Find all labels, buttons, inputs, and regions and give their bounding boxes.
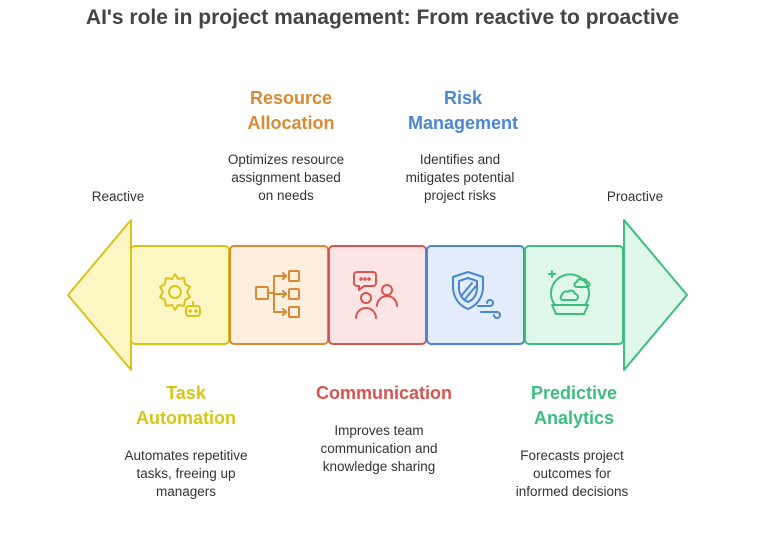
heading-line: Management	[407, 113, 519, 133]
desc-line: informed decisions	[515, 484, 629, 499]
heading-line: Communication	[315, 383, 452, 403]
desc-line: tasks, freeing up	[136, 466, 236, 481]
desc-line: Automates repetitive	[124, 448, 248, 463]
heading-line: Risk	[443, 88, 483, 108]
heading-communication: Communication	[284, 381, 484, 406]
reactive-label: Reactive	[91, 189, 145, 204]
heading-resource-allocation: Resource Allocation	[191, 86, 391, 136]
heading-line: Resource	[249, 88, 333, 108]
reactive-arrowhead	[67, 219, 132, 371]
desc-line: mitigates potential	[405, 170, 515, 185]
heading-task-automation: Task Automation	[86, 381, 286, 431]
desc-line: managers	[155, 484, 217, 499]
desc-line: project risks	[423, 188, 496, 203]
desc-communication: Improves team communication and knowledg…	[279, 422, 479, 476]
desc-line: knowledge sharing	[322, 459, 436, 474]
desc-resource-allocation: Optimizes resource assignment based on n…	[186, 151, 386, 205]
heading-line: Allocation	[247, 113, 335, 133]
desc-line: on needs	[258, 188, 314, 203]
people-chat-icon	[353, 271, 398, 319]
segment-predictive-analytics	[524, 245, 624, 345]
page-title: AI's role in project management: From re…	[85, 6, 680, 29]
heading-line: Analytics	[533, 408, 615, 428]
gear-robot-icon	[159, 273, 201, 317]
desc-predictive-analytics: Forecasts project outcomes for informed …	[472, 447, 672, 501]
heading-line: Task	[166, 383, 206, 403]
heading-line: Automation	[136, 408, 236, 428]
desc-line: assignment based	[231, 170, 341, 185]
heading-predictive-analytics: Predictive Analytics	[474, 381, 674, 431]
proactive-arrowhead	[623, 219, 688, 371]
desc-line: Improves team	[334, 423, 424, 438]
desc-line: Optimizes resource	[227, 152, 345, 167]
desc-line: Identifies and	[419, 152, 501, 167]
flow-boxes-icon	[255, 270, 300, 318]
desc-line: outcomes for	[532, 466, 612, 481]
desc-line: communication and	[320, 441, 438, 456]
heading-risk-management: Risk Management	[363, 86, 563, 136]
desc-task-automation: Automates repetitive tasks, freeing up m…	[86, 447, 286, 501]
proactive-label: Proactive	[606, 189, 664, 204]
segment-communication	[328, 245, 427, 345]
crystal-ball-icon	[548, 270, 591, 315]
desc-risk-management: Identifies and mitigates potential proje…	[360, 151, 560, 205]
desc-line: Forecasts project	[520, 448, 624, 463]
heading-line: Predictive	[530, 383, 618, 403]
shield-wind-icon	[452, 271, 501, 319]
